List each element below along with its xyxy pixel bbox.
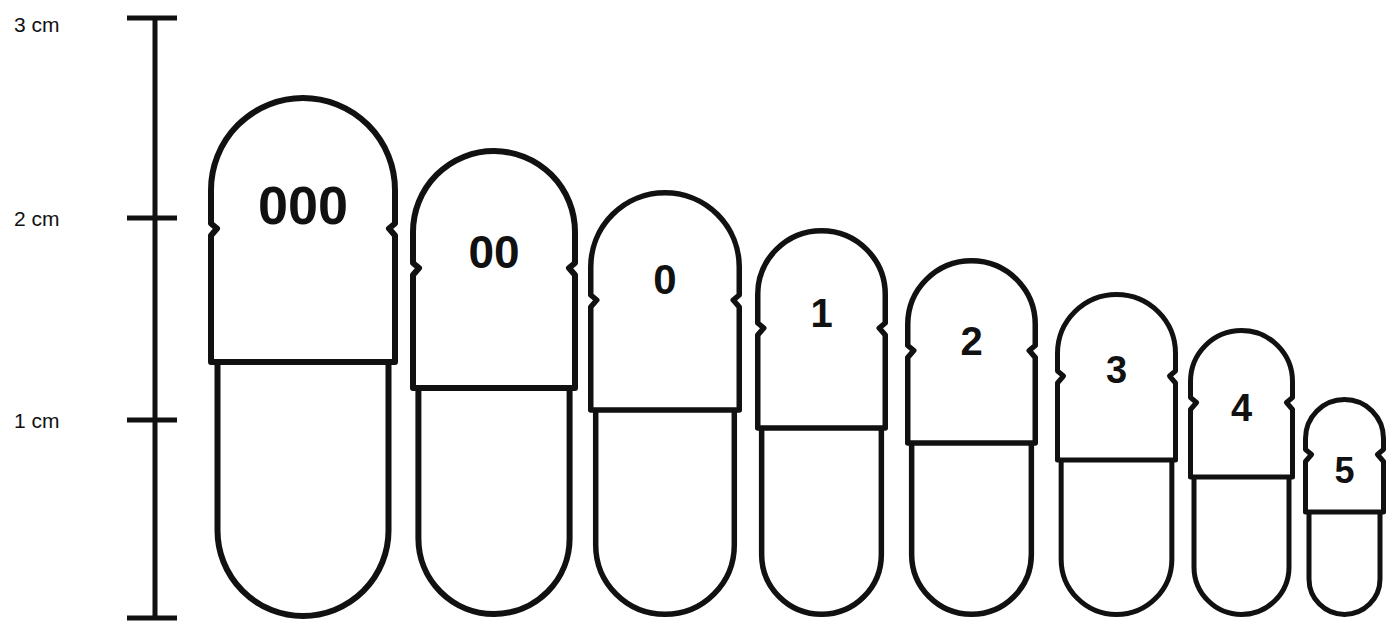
capsule-body [912, 443, 1032, 614]
capsule-body [218, 362, 389, 616]
capsule-outline [1303, 397, 1386, 617]
capsule-size: 4 [1231, 389, 1252, 427]
scale-label: 1 cm [14, 410, 60, 431]
capsule-body [1309, 512, 1380, 614]
capsule: 2 [905, 258, 1038, 617]
capsule-size: 3 [1106, 351, 1127, 389]
capsule-size: 0 [653, 259, 676, 301]
capsule: 5 [1303, 397, 1386, 617]
capsule-size: 1 [810, 293, 832, 333]
capsule-cap [1058, 295, 1176, 461]
capsule-outline [410, 148, 578, 617]
capsule-body [418, 388, 569, 614]
capsule: 3 [1055, 292, 1178, 617]
capsule-body [596, 410, 735, 614]
capsule: 0 [588, 190, 742, 617]
capsule-cap [591, 193, 740, 410]
capsule-outline [755, 228, 888, 617]
capsule-cap [413, 151, 575, 388]
capsule-cap [1191, 331, 1293, 478]
ruler-tick [127, 216, 177, 221]
capsule-size: 000 [258, 178, 348, 232]
capsule: 000 [208, 95, 398, 619]
scale-label: 2 cm [14, 208, 60, 229]
capsule-outline [905, 258, 1038, 617]
capsule: 00 [410, 148, 578, 617]
capsule-size: 5 [1334, 453, 1354, 489]
capsule-outline [1188, 328, 1295, 617]
capsule-size: 2 [960, 321, 982, 361]
capsule-cap [1306, 400, 1384, 513]
capsule-size: 00 [468, 229, 519, 275]
capsule-cap [758, 231, 886, 428]
capsule-body [762, 428, 882, 614]
scale-label: 3 cm [14, 14, 60, 35]
capsule-outline [208, 95, 398, 619]
capsule-body [1194, 477, 1289, 615]
ruler-tick [127, 16, 177, 21]
capsule-body [1061, 460, 1172, 615]
capsule-outline [588, 190, 742, 617]
ruler-line [153, 18, 158, 618]
capsule-cap [211, 98, 395, 362]
ruler-tick [127, 616, 177, 621]
ruler-tick [127, 418, 177, 423]
capsule-outline [1055, 292, 1178, 617]
capsule: 1 [755, 228, 888, 617]
capsule-cap [908, 261, 1036, 443]
capsule: 4 [1188, 328, 1295, 617]
